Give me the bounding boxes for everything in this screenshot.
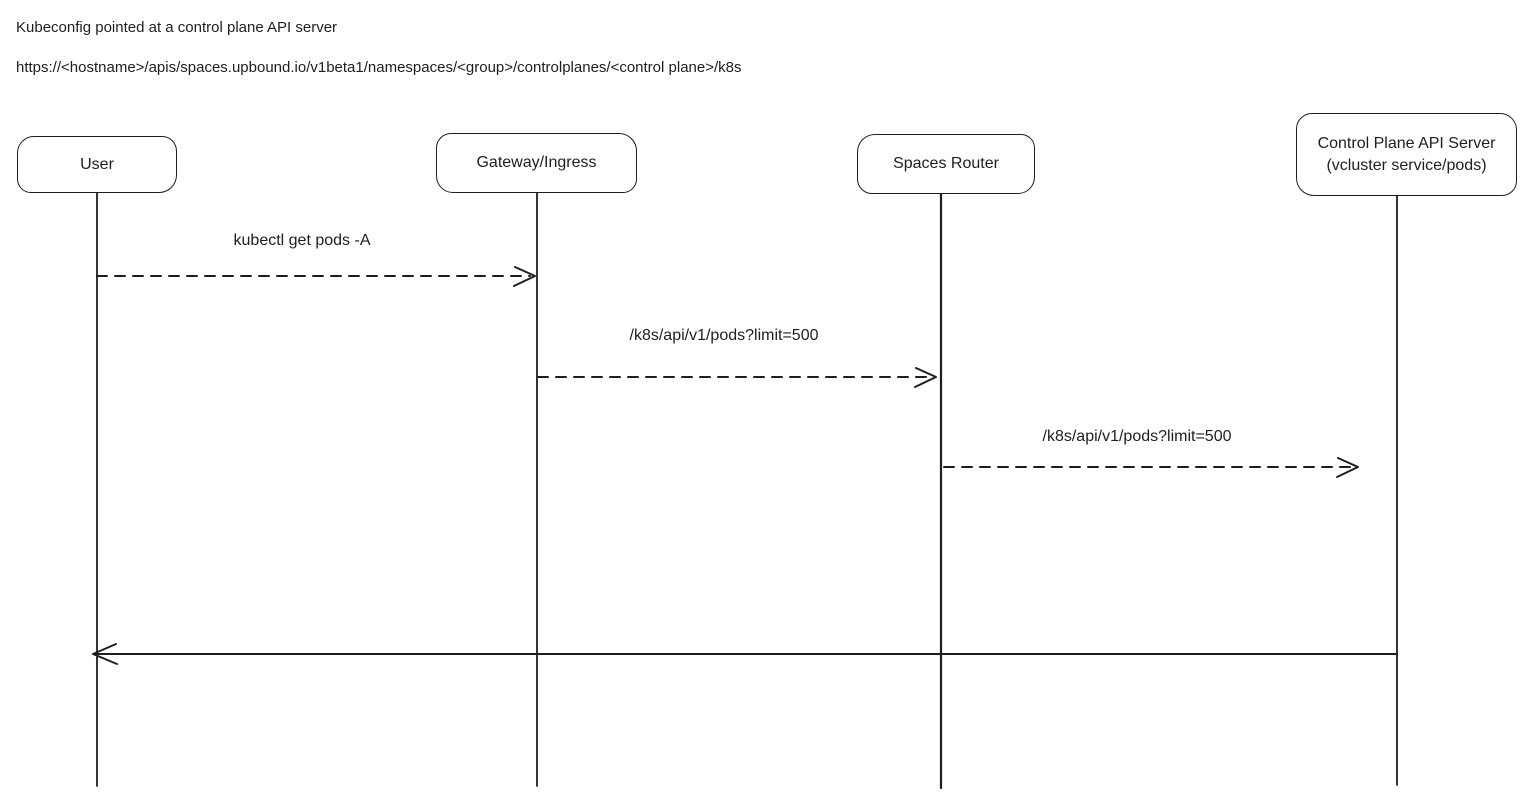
message-label-k8s-api-1: /k8s/api/v1/pods?limit=500 xyxy=(629,327,819,344)
return-arrow xyxy=(92,643,1398,665)
actor-label-gateway: Gateway/Ingress xyxy=(476,154,597,171)
actor-box-control-plane: Control Plane API Server (vcluster servi… xyxy=(1296,113,1517,196)
actor-sublabel-control-plane: (vcluster service/pods) xyxy=(1326,156,1487,174)
actor-label-control-plane: Control Plane API Server xyxy=(1317,134,1496,152)
actor-box-user: User xyxy=(17,136,177,193)
message-arrow-3 xyxy=(943,457,1359,478)
diagram-note-kubeconfig: Kubeconfig pointed at a control plane AP… xyxy=(16,19,338,36)
diagram-note-url: https://<hostname>/apis/spaces.upbound.i… xyxy=(16,59,742,76)
message-label-k8s-api-2: /k8s/api/v1/pods?limit=500 xyxy=(1042,428,1232,445)
message-label-kubectl: kubectl get pods -A xyxy=(233,232,371,249)
message-arrow-2 xyxy=(537,367,937,388)
actor-label-user: User xyxy=(80,155,114,173)
actor-box-gateway: Gateway/Ingress xyxy=(436,133,637,193)
actor-box-spaces-router: Spaces Router xyxy=(857,134,1035,194)
actor-label-spaces-router: Spaces Router xyxy=(893,155,999,172)
message-arrow-1 xyxy=(96,266,536,287)
